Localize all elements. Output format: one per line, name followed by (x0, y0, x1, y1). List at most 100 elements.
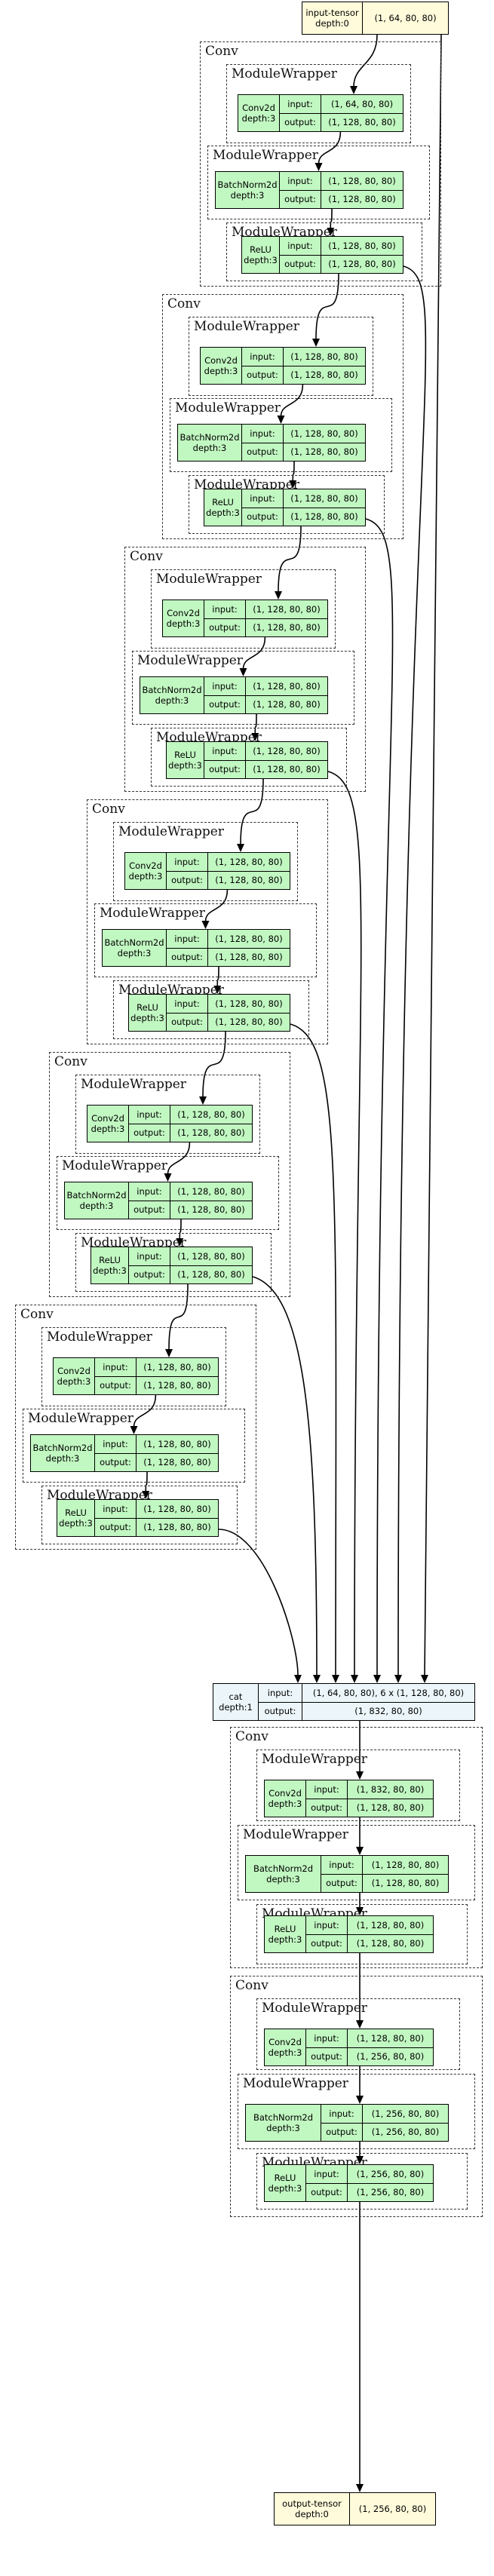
arrow-conv3-to-conv4 (237, 844, 244, 852)
tail-conv-2-batchnorm2d-node-value-col: (1, 256, 80, 80)(1, 256, 80, 80) (363, 2105, 448, 2141)
conv-6-wrapper-2: ModuleWrapper (23, 1409, 245, 1483)
conv-4-conv2d-node-output-label: output: (167, 870, 207, 890)
conv-4-conv2d-node-output-shape: (1, 128, 80, 80) (208, 870, 290, 890)
conv-6-conv2d-node-input-shape: (1, 128, 80, 80) (143, 1361, 211, 1372)
conv-block-4: Conv (87, 799, 328, 1044)
conv-6-conv2d-node-value-col: (1, 128, 80, 80)(1, 128, 80, 80) (137, 1358, 218, 1394)
conv-5-relu-node-input-shape: (1, 128, 80, 80) (177, 1250, 245, 1262)
conv-5-conv2d-node-output-shape: (1, 128, 80, 80) (170, 1123, 252, 1142)
edge-conv2-to-conv3 (278, 526, 302, 593)
conv-3-conv2d-node-label-col: input:output: (204, 600, 246, 636)
edge-conv3-to-conv4 (240, 778, 264, 845)
conv-6-batchnorm2d-node-label-col: input:output: (95, 1435, 137, 1471)
conv-6-relu-node-op-name: ReLU (65, 1507, 87, 1518)
output-tensor-node-label: output-tensor (282, 2498, 342, 2509)
conv-1-conv2d-node-input-label: input: (287, 98, 313, 109)
edge-input-to-conv1 (353, 34, 378, 87)
conv-2-conv2d-node-output-label: output: (242, 365, 283, 385)
conv-3-relu-node-value-col: (1, 128, 80, 80)(1, 128, 80, 80) (246, 742, 327, 778)
conv-4-relu-node-value-col: (1, 128, 80, 80)(1, 128, 80, 80) (208, 995, 290, 1031)
conv-3-batchnorm2d-node-output-shape: (1, 128, 80, 80) (246, 695, 327, 714)
tail-conv-2-wrapper-1-title: ModuleWrapper (262, 2001, 367, 2016)
conv-4-relu-node-output-label: output: (167, 1012, 207, 1032)
conv-2-batchnorm2d-node-output-label: output: (242, 442, 283, 462)
conv-5-wrapper-1: ModuleWrapper (75, 1075, 260, 1154)
tail-conv-1-relu-node-label-col: input:output: (306, 1916, 348, 1952)
tail-conv-block-1-title: Conv (235, 1729, 268, 1744)
tail-conv-block-2-title: Conv (235, 1978, 268, 1993)
conv-6-batchnorm2d-node-value-col: (1, 128, 80, 80)(1, 128, 80, 80) (137, 1435, 218, 1471)
conv-6-relu-node-output-shape: (1, 128, 80, 80) (137, 1517, 218, 1537)
conv-3-relu-node-input-label: input: (212, 745, 238, 756)
output-tensor-node-value-col: (1, 256, 80, 80) (350, 2493, 435, 2525)
tail-conv-1-wrapper-2-title: ModuleWrapper (243, 1827, 348, 1842)
conv-1-relu-node-label-col: input:output: (280, 237, 321, 273)
conv-2-batchnorm2d-node-input-label: input: (250, 428, 275, 439)
conv-1-relu-node-output-label: output: (280, 254, 321, 274)
cat-value-col: (1, 64, 80, 80), 6 x (1, 128, 80, 80)(1,… (302, 1684, 474, 1720)
conv-3-conv2d-node-output-label: output: (204, 618, 245, 637)
conv-block-1: Conv (200, 41, 441, 287)
tail-conv-1-conv2d-node-input-label: input: (314, 1783, 339, 1795)
conv-4-batchnorm2d-node-op-name: BatchNorm2d (104, 937, 164, 948)
tail-conv-2-arrow-1 (356, 2096, 364, 2104)
conv-2-conv2d-node-input-shape: (1, 128, 80, 80) (290, 351, 358, 362)
tail-conv-2-conv2d-node-input-shape: (1, 128, 80, 80) (356, 2032, 425, 2044)
conv-4-conv2d-node-depth: depth:3 (128, 871, 163, 882)
conv-1-relu-node-value-col: (1, 128, 80, 80)(1, 128, 80, 80) (321, 237, 403, 273)
conv-4-conv2d-node-op-name: Conv2d (129, 860, 162, 871)
conv-2-edge-1 (280, 384, 304, 417)
conv-6-batchnorm2d-node-depth: depth:3 (45, 1453, 80, 1464)
tail-arrow-into-conv-1 (356, 1771, 364, 1780)
conv-6-conv2d-node-depth: depth:3 (57, 1376, 91, 1387)
conv-1-conv2d-node-label-col: input:output: (280, 95, 321, 131)
conv-1-arrow-1 (315, 163, 323, 171)
conv-2-conv2d-node-input-label: input: (250, 351, 275, 362)
conv-2-conv2d-node-value-col: (1, 128, 80, 80)(1, 128, 80, 80) (284, 348, 365, 384)
tail-conv-1-arrow-2 (356, 1907, 364, 1915)
conv-5-relu-node-op-name: ReLU (99, 1255, 121, 1265)
conv-4-edge-1 (204, 889, 229, 922)
conv-5-conv2d-node-depth: depth:3 (91, 1124, 125, 1134)
tail-conv-1-relu-node-output-shape: (1, 128, 80, 80) (348, 1934, 433, 1953)
conv-5-conv2d-node-input-label: input: (137, 1109, 162, 1120)
conv-block-6-title: Conv (20, 1307, 54, 1322)
conv-1-conv2d-node-input-shape: (1, 64, 80, 80) (330, 98, 394, 109)
conv-block-3-title: Conv (130, 549, 163, 564)
conv-3-batchnorm2d-node-depth: depth:3 (155, 695, 189, 706)
conv-3-relu-node-op-name: ReLU (174, 750, 196, 760)
